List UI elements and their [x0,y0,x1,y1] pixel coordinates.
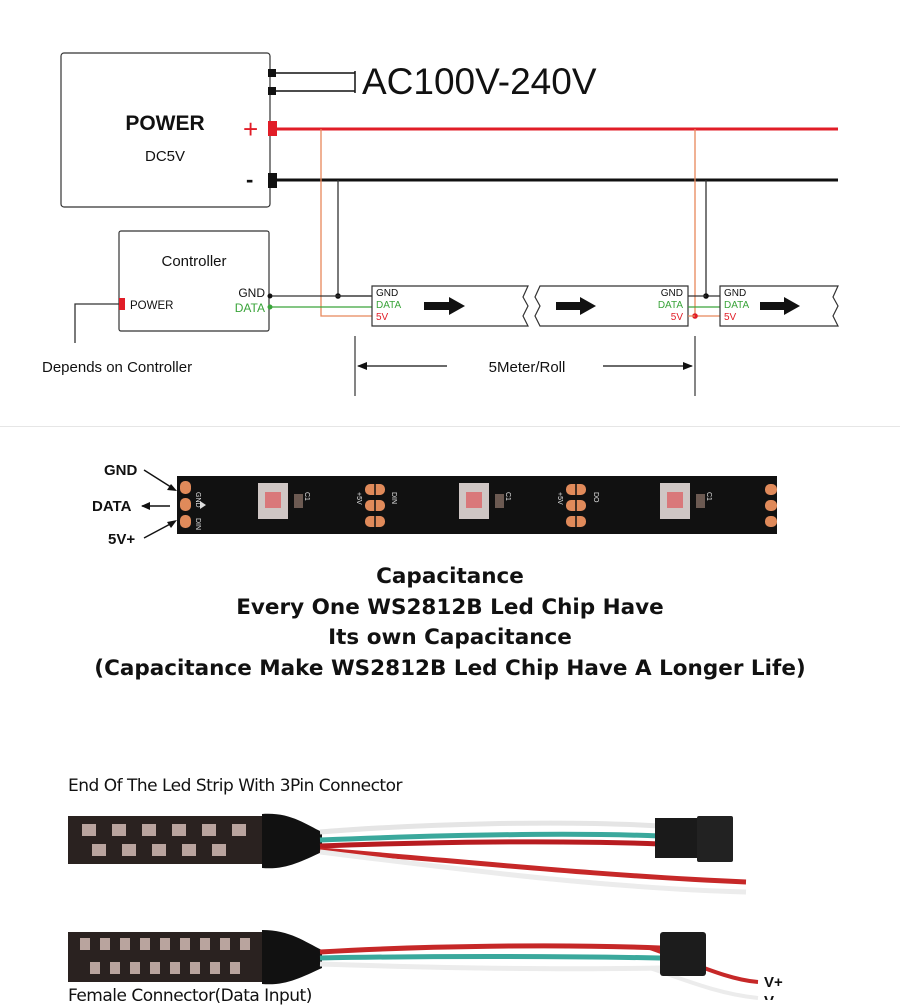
plus-terminal [268,121,277,136]
controller-title: Controller [161,253,226,270]
svg-text:DATA: DATA [658,300,684,311]
vplus-label: V+ [764,974,783,991]
female-connector-photo: V+ V- [68,930,783,1000]
svg-text:5V: 5V [724,312,737,323]
vminus-label: V- [764,993,778,1000]
pad-label: +5V [355,492,362,505]
controller-gnd-label: GND [238,286,265,300]
connector-section-title: End Of The Led Strip With 3Pin Connector [68,776,402,796]
female-connector-title: Female Connector(Data Input) [68,986,312,1006]
pad-group-1 [365,480,385,532]
input-pads [180,481,206,528]
data-flow-arrow [424,297,465,315]
controller-power-label: POWER [130,300,173,312]
ac-terminal-2 [268,87,276,95]
pad-label: C1 [303,492,310,501]
caption-line-4: (Capacitance Make WS2812B Led Chip Have … [94,655,806,681]
roll-length-label: 5Meter/Roll [489,359,566,376]
controller-data-label: DATA [235,301,265,315]
power-title: POWER [125,112,204,135]
pad-label: +5V [556,492,563,505]
pad-label: DIN [194,518,201,530]
data-flow-arrow [760,297,800,315]
male-connector-photo [68,813,747,895]
strip-segment-2 [534,285,689,327]
ac-voltage-label: AC100V-240V [362,61,597,102]
caption-line-1: Capacitance [376,564,524,589]
minus-sign: - [246,167,253,192]
depends-label: Depends on Controller [42,359,192,376]
svg-text:DATA: DATA [376,300,402,311]
power-subtitle: DC5V [145,148,185,165]
svg-text:5V: 5V [671,312,684,323]
controller-power-terminal [119,298,125,310]
svg-text:DATA: DATA [724,300,750,311]
pin-5v-label: 5V+ [108,531,135,548]
led-chip-3 [660,483,705,519]
led-chip-2 [459,483,504,519]
led-chip-1 [258,483,303,519]
caption-line-3: Its own Capacitance [328,625,572,650]
svg-text:5V: 5V [376,312,389,323]
svg-text:GND: GND [661,288,683,299]
plus-sign: + [243,114,258,144]
pad-group-2 [566,480,586,532]
svg-text:GND: GND [724,288,746,299]
caption-line-2: Every One WS2812B Led Chip Have [236,594,664,620]
pad-group-3 [765,484,777,527]
pin-gnd-label: GND [104,462,138,479]
pad-label: DO [592,492,599,503]
pad-label: C1 [504,492,511,501]
ac-terminal-1 [268,69,276,77]
section-divider [0,426,900,427]
pad-label: GND [194,492,201,508]
pad-label: DIN [390,492,397,504]
minus-terminal [268,173,277,188]
capacitance-caption: Capacitance Every One WS2812B Led Chip H… [0,562,900,684]
led-strip-closeup: GND DATA 5V+ [92,462,777,548]
pin-data-label: DATA [92,498,132,515]
svg-text:GND: GND [376,288,398,299]
pad-label: C1 [705,492,712,501]
data-flow-arrow [556,297,596,315]
controller-box [118,230,270,332]
wiring-diagram: POWER DC5V AC100V-240V + - Controller PO… [42,52,839,396]
